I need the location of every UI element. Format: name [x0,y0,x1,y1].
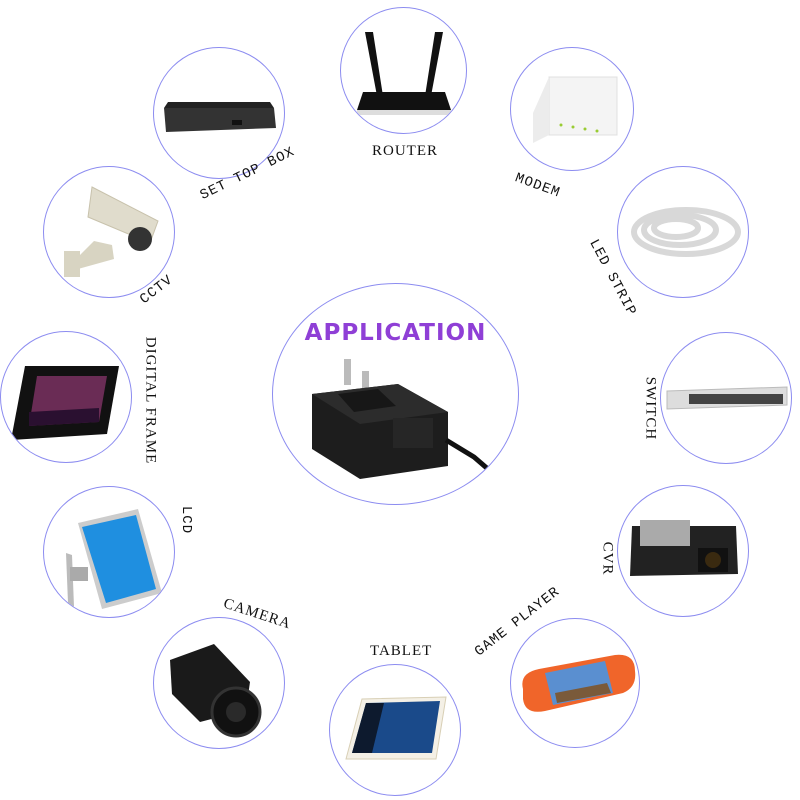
app-switch [660,332,792,464]
lcd-monitor-icon [66,509,162,609]
label-digital-frame: DIGITAL FRAME [142,336,159,465]
network-switch-icon [666,386,788,410]
app-tablet [329,664,461,796]
app-camera [153,617,285,749]
label-switch: SWITCH [642,376,659,441]
app-router [340,7,467,134]
label-router: ROUTER [372,143,438,159]
cctv-camera-icon [64,186,159,277]
app-cctv [43,166,175,298]
application-title: APPLICATION [304,320,487,346]
led-strip-icon [631,207,741,257]
label-cvr: CVR [599,541,616,576]
app-led-strip [617,166,749,298]
center-circle: APPLICATION [272,283,519,505]
handheld-console-icon [522,654,636,712]
app-cvr [617,485,749,617]
app-digital-frame [0,331,132,463]
camera-icon [170,644,262,738]
set-top-box-icon [164,102,276,132]
tablet-icon [345,696,447,760]
label-modem: MODEM [512,170,563,202]
label-lcd: LCD [178,505,195,535]
router-icon [357,32,451,115]
app-game-player [510,618,640,748]
app-modem [510,47,634,171]
wall-adapter-icon [312,359,505,484]
modem-icon [533,76,618,143]
dash-cam-icon [630,520,738,576]
digital-frame-icon [11,366,119,440]
app-lcd [43,486,175,618]
app-set-top-box [153,47,285,179]
label-tablet: TABLET [370,643,433,659]
